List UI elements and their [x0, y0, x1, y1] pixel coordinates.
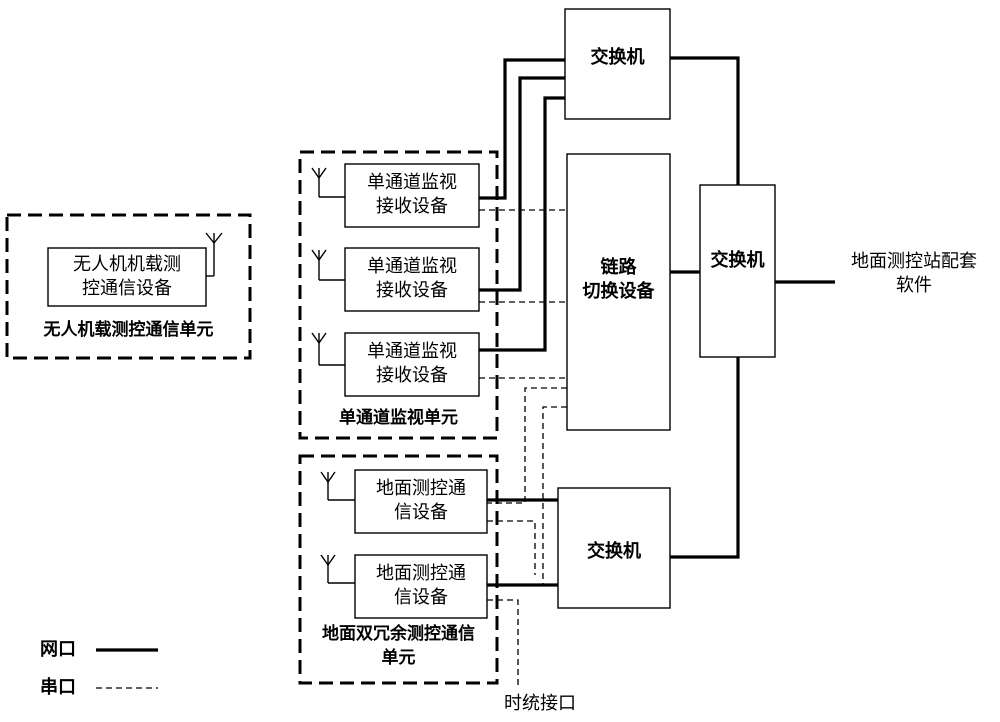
link-switch-label: 链路 切换设备 — [567, 256, 670, 304]
software-label: 地面测控站配套 软件 — [838, 250, 990, 298]
legend-network-label: 网口 — [40, 638, 90, 662]
monitor-device-label-3: 单通道监视 接收设备 — [345, 340, 479, 388]
monitor-device-label-2: 单通道监视 接收设备 — [345, 255, 479, 303]
uav-device-label: 无人机机载测 控通信设备 — [48, 253, 206, 301]
switch-right-label: 交换机 — [700, 249, 775, 273]
timing-interface-label: 时统接口 — [490, 692, 590, 716]
switch-bottom-label: 交换机 — [558, 540, 670, 564]
serial-links — [479, 210, 567, 688]
network-links — [479, 58, 835, 585]
switch-top-label: 交换机 — [565, 46, 670, 70]
antenna-icon — [321, 472, 355, 500]
antenna-icon — [206, 233, 222, 276]
legend-serial-label: 串口 — [40, 676, 90, 700]
antenna-icon — [312, 333, 345, 365]
ground-device-label-1: 地面测控通 信设备 — [355, 477, 487, 525]
monitor-device-label-1: 单通道监视 接收设备 — [345, 171, 479, 219]
antenna-icon — [321, 555, 355, 583]
monitor-unit-title: 单通道监视单元 — [300, 406, 497, 430]
uav-unit-title: 无人机载测控通信单元 — [7, 318, 250, 342]
antenna-icon — [312, 250, 345, 280]
ground-device-label-2: 地面测控通 信设备 — [355, 562, 487, 610]
antenna-icon — [312, 168, 345, 197]
ground-unit-title: 地面双冗余测控通信 单元 — [300, 622, 497, 670]
